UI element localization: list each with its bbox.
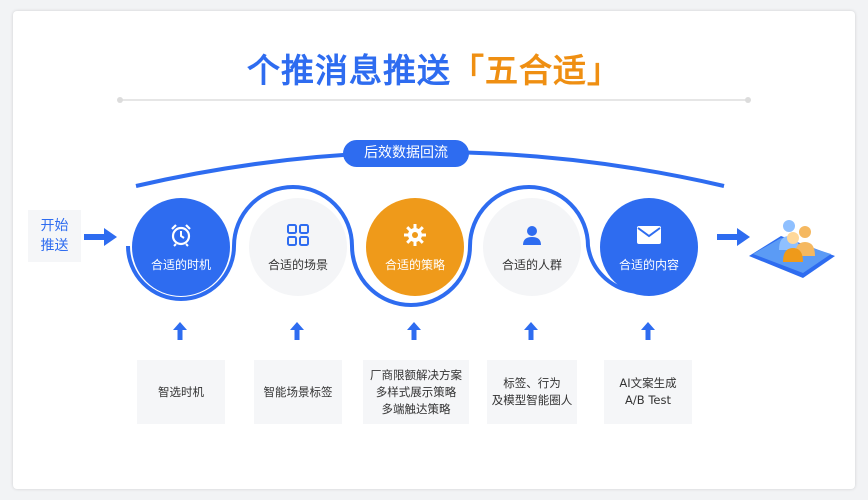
- start-arrow-icon: [84, 228, 117, 246]
- detail-line: 多样式展示策略: [375, 384, 457, 399]
- title-divider: [119, 99, 749, 101]
- detail-line: 智选时机: [158, 384, 204, 399]
- grid-icon: [285, 222, 311, 248]
- step-audience: 合适的人群: [483, 198, 581, 296]
- start-push-box: 开始 推送: [28, 210, 81, 262]
- step-content: 合适的内容: [600, 198, 698, 296]
- divider-dot-left: [117, 97, 123, 103]
- page-title: 个推消息推送「五合适」: [0, 44, 868, 92]
- step-label: 合适的时机: [150, 257, 211, 272]
- divider-dot-right: [745, 97, 751, 103]
- envelope-icon: [636, 222, 662, 248]
- title-highlight: 五合适: [485, 51, 587, 90]
- title-bracket-open: 「: [451, 51, 485, 90]
- flow-wave: [126, 185, 695, 307]
- alarm-clock-icon: [168, 222, 194, 248]
- up-arrow-icon: [524, 322, 538, 340]
- detail-box-content: AI文案生成 A/B Test: [604, 360, 692, 424]
- up-arrow-icon: [290, 322, 304, 340]
- detail-line: 厂商限额解决方案: [370, 367, 462, 382]
- start-line-1: 开始: [40, 218, 69, 234]
- end-arrow-icon: [717, 228, 750, 246]
- detail-box-scene: 智能场景标签: [254, 360, 342, 424]
- step-label: 合适的场景: [267, 257, 328, 272]
- up-arrow-icon: [173, 322, 187, 340]
- feedback-label: 后效数据回流: [343, 140, 469, 167]
- step-label: 合适的内容: [618, 257, 679, 272]
- detail-line: 智能场景标签: [263, 384, 333, 399]
- detail-box-strategy: 厂商限额解决方案 多样式展示策略 多端触达策略: [363, 360, 469, 424]
- detail-box-timing: 智选时机: [137, 360, 225, 424]
- up-arrow-icon: [407, 322, 421, 340]
- detail-line: 多端触达策略: [381, 401, 451, 416]
- title-bracket-close: 」: [587, 51, 621, 90]
- phone-users-icon: [749, 220, 835, 278]
- step-timing: 合适的时机: [132, 198, 230, 296]
- title-main: 个推消息推送: [247, 51, 451, 90]
- detail-line: A/B Test: [625, 393, 671, 407]
- start-line-2: 推送: [40, 238, 69, 254]
- detail-box-audience: 标签、行为 及模型智能圈人: [487, 360, 577, 424]
- gear-icon: [402, 222, 428, 248]
- step-label: 合适的策略: [384, 257, 445, 272]
- step-scene: 合适的场景: [249, 198, 347, 296]
- detail-line: 及模型智能圈人: [491, 393, 573, 407]
- person-icon: [519, 222, 545, 248]
- up-arrow-icon: [641, 322, 655, 340]
- detail-line: 标签、行为: [503, 376, 561, 390]
- step-strategy: 合适的策略: [366, 198, 464, 296]
- detail-line: AI文案生成: [619, 376, 677, 390]
- step-label: 合适的人群: [501, 257, 562, 272]
